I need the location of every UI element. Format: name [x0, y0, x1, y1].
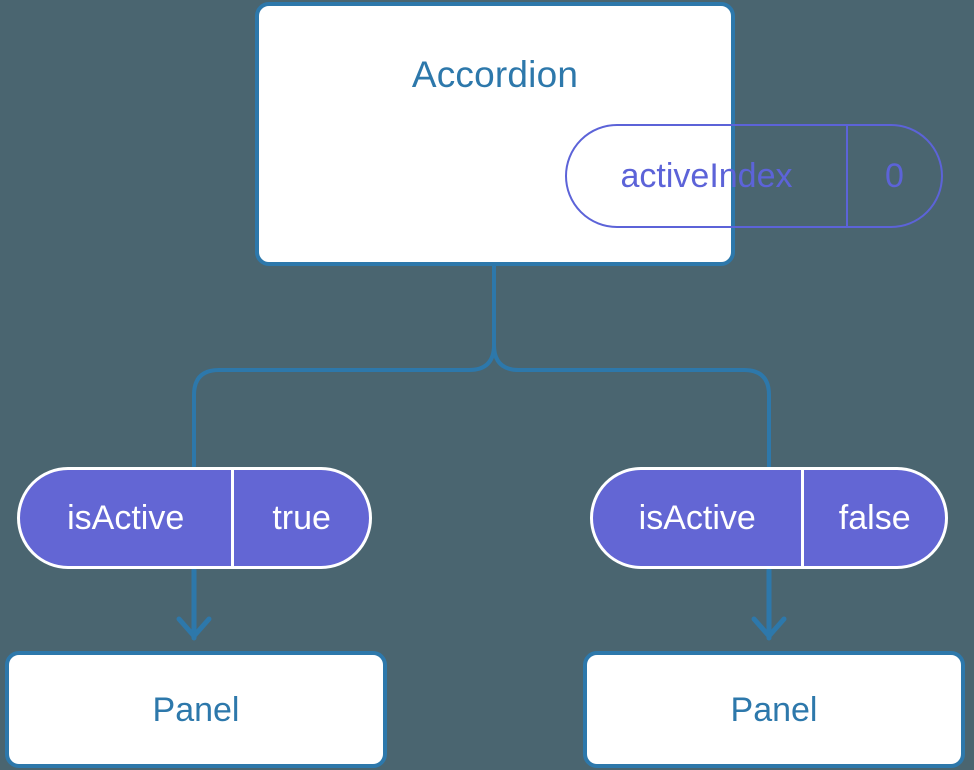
- connector-root-to-right-branch: [492, 263, 771, 468]
- connector-root-to-left-branch: [192, 263, 496, 468]
- state-pill-activeindex[interactable]: activeIndex 0: [565, 124, 943, 228]
- node-accordion-title: Accordion: [411, 54, 579, 95]
- node-accordion[interactable]: Accordion activeIndex 0: [255, 2, 943, 266]
- node-panel-left-title: Panel: [152, 690, 240, 729]
- state-pill-activeindex-key: activeIndex: [620, 156, 793, 195]
- state-pill-isactive-false-key: isActive: [638, 498, 756, 537]
- node-panel-right[interactable]: Panel: [583, 651, 965, 768]
- state-pill-isactive-false[interactable]: isActive false: [590, 467, 948, 569]
- state-pill-activeindex-value: 0: [846, 126, 941, 226]
- node-panel-right-title: Panel: [730, 690, 818, 729]
- state-pill-isactive-true-value: true: [231, 470, 369, 566]
- arrow-left-branch-to-panel: [176, 567, 212, 641]
- arrow-right-branch-to-panel: [751, 567, 787, 641]
- state-pill-isactive-true-key: isActive: [67, 498, 185, 537]
- state-pill-isactive-false-value: false: [801, 470, 945, 566]
- node-panel-left[interactable]: Panel: [5, 651, 387, 768]
- state-pill-isactive-true[interactable]: isActive true: [17, 467, 372, 569]
